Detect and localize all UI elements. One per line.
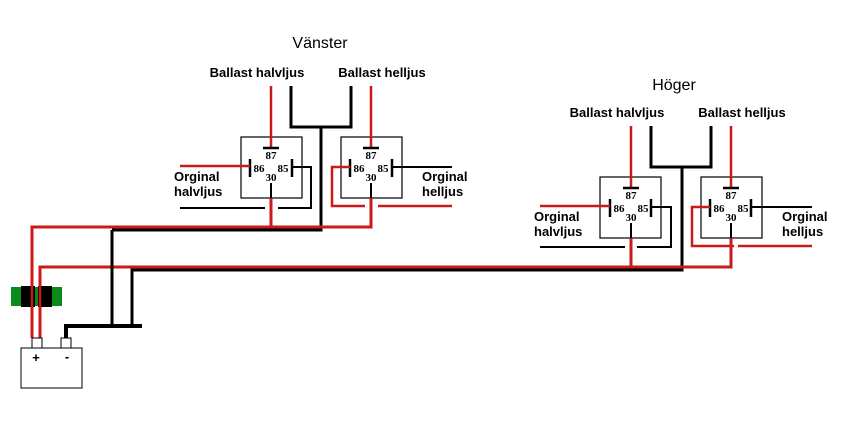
svg-text:30: 30 xyxy=(266,172,278,184)
svg-text:85: 85 xyxy=(638,203,650,215)
orig-low-label-left-2: halvljus xyxy=(174,184,222,199)
svg-text:30: 30 xyxy=(366,172,378,184)
svg-text:86: 86 xyxy=(614,203,626,215)
battery-body xyxy=(20,347,83,389)
group-title-right: Höger xyxy=(652,77,696,94)
fuse-holder-body xyxy=(11,287,62,306)
svg-text:30: 30 xyxy=(726,212,738,224)
orig-high-label-right-1: Orginal xyxy=(782,209,828,224)
battery-plus-terminal xyxy=(31,337,43,349)
svg-text:86: 86 xyxy=(714,203,726,215)
svg-text:85: 85 xyxy=(378,163,390,175)
svg-text:87: 87 xyxy=(266,150,278,162)
relay-right-high: 87 86 85 30 xyxy=(38,126,812,338)
group-right: Höger Ballast halvljus Ballast helljus 8… xyxy=(38,77,828,338)
svg-text:87: 87 xyxy=(726,190,738,202)
svg-text:86: 86 xyxy=(254,163,266,175)
orig-high-label-left-1: Orginal xyxy=(422,169,468,184)
ballast-high-label-right: Ballast helljus xyxy=(698,105,785,120)
orig-low-label-right-1: Orginal xyxy=(534,209,580,224)
battery-plus-label: + xyxy=(32,350,40,365)
group-left: Vänster Ballast halvljus Ballast helljus… xyxy=(30,35,468,338)
battery-minus-label: - xyxy=(65,349,69,364)
svg-text:87: 87 xyxy=(366,150,378,162)
relay-right-low: 87 86 85 30 xyxy=(540,126,672,267)
orig-high-label-right-2: helljus xyxy=(782,224,823,239)
group-title-left: Vänster xyxy=(292,35,348,52)
orig-high-label-left-2: helljus xyxy=(422,184,463,199)
svg-text:87: 87 xyxy=(626,190,638,202)
fuse-holder xyxy=(11,286,62,307)
battery-minus-terminal xyxy=(60,337,72,349)
ballast-ground-fork-right xyxy=(649,126,713,169)
relay-left-low: 87 86 85 30 xyxy=(180,86,312,227)
ballast-high-label-left: Ballast helljus xyxy=(338,65,425,80)
battery: + - xyxy=(20,337,83,389)
ground-wire-left xyxy=(112,127,323,232)
ballast-low-label-right: Ballast halvljus xyxy=(570,105,665,120)
ballast-ground-fork-left xyxy=(289,86,353,129)
orig-low-label-right-2: halvljus xyxy=(534,224,582,239)
svg-text:30: 30 xyxy=(626,212,638,224)
battery-ground-bus xyxy=(64,324,142,338)
svg-text:85: 85 xyxy=(738,203,750,215)
svg-text:86: 86 xyxy=(354,163,366,175)
ballast-low-label-left: Ballast halvljus xyxy=(210,65,305,80)
svg-text:85: 85 xyxy=(278,163,290,175)
relay-left-high: 87 86 85 30 xyxy=(30,86,452,338)
ground-wire-right xyxy=(130,167,684,326)
orig-low-label-left-1: Orginal xyxy=(174,169,220,184)
